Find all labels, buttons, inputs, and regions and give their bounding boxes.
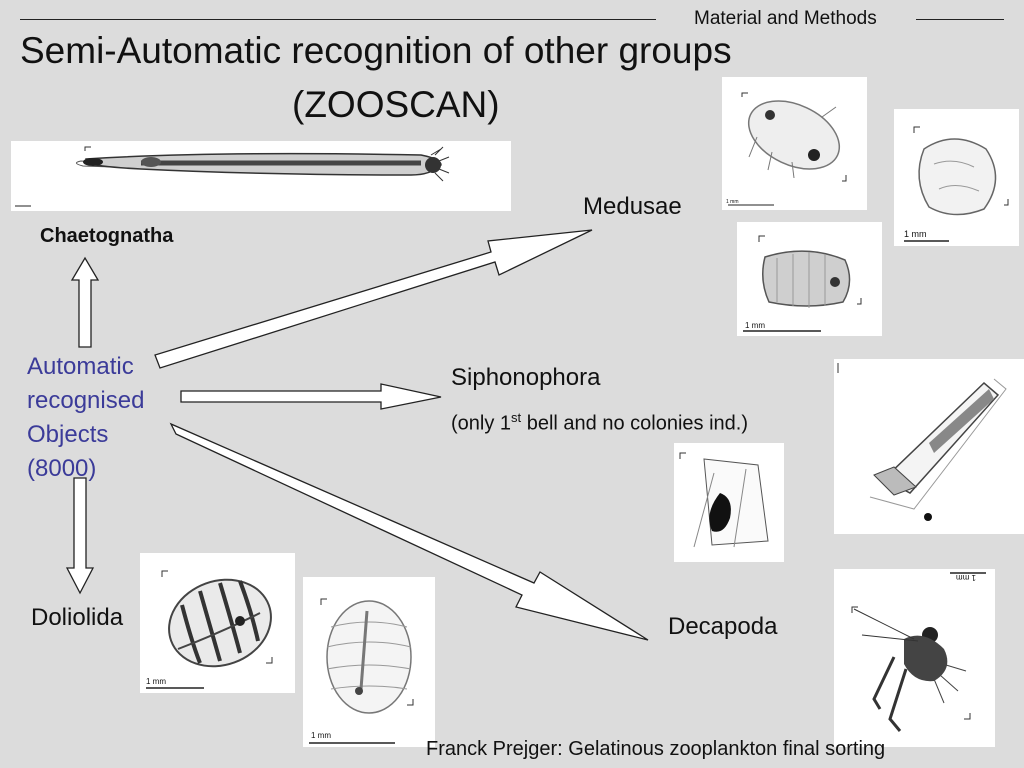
arrow-to-medusae [154, 229, 593, 369]
siphonophora-note: (only 1st bell and no colonies ind.) [451, 410, 748, 436]
siphonophora-note-sup: st [511, 410, 522, 425]
page-title: Semi-Automatic recognition of other grou… [20, 30, 732, 71]
automatic-line2: recognised [27, 387, 145, 414]
section-label: Material and Methods [694, 8, 877, 29]
doliolida-photo-1: 1 mm [140, 553, 295, 693]
medusae-photo-2: 1 mm [894, 109, 1019, 246]
siphonophora-note-pre: (only 1 [451, 412, 512, 435]
doliolida-photo-2: 1 mm [303, 577, 435, 747]
automatic-line1: Automatic [27, 353, 134, 380]
siphonophora-photo-2 [834, 359, 1024, 534]
header-rule-left [20, 19, 656, 20]
chaetognatha-label: Chaetognatha [40, 225, 174, 247]
arrow-to-doliolida [65, 477, 95, 595]
siphonophora-note-post: bell and no colonies ind.) [521, 412, 748, 435]
doliolida-photo-1-scale: 1 mm [146, 677, 166, 686]
medusae-photo-1-scale: 1 mm [726, 199, 739, 205]
page-subtitle: (ZOOSCAN) [292, 84, 500, 125]
siphonophora-label: Siphonophora [451, 364, 601, 391]
decapoda-photo-scale: 1 mm [956, 573, 976, 582]
siphonophora-photo-1 [674, 443, 784, 562]
doliolida-label: Doliolida [31, 604, 124, 631]
automatic-objects-label: Automatic recognised Objects (8000) [27, 350, 144, 486]
medusae-photo-1: 1 mm [722, 77, 867, 210]
medusae-photo-3: 1 mm [737, 222, 882, 336]
decapoda-photo: 1 mm [834, 569, 995, 747]
medusae-label: Medusae [583, 193, 682, 220]
arrow-to-siphonophora [180, 383, 442, 410]
chaetognatha-photo [11, 141, 511, 211]
medusae-photo-3-scale: 1 mm [745, 321, 765, 330]
arrow-to-chaetognatha [70, 256, 100, 348]
automatic-line3: Objects [27, 421, 109, 448]
doliolida-photo-2-scale: 1 mm [311, 731, 331, 740]
header-rule-right [916, 19, 1004, 20]
arrow-to-decapoda [169, 422, 649, 641]
decapoda-label: Decapoda [668, 613, 778, 640]
footer-credit: Franck Prejger: Gelatinous zooplankton f… [426, 738, 886, 760]
medusae-photo-2-scale: 1 mm [904, 229, 927, 239]
